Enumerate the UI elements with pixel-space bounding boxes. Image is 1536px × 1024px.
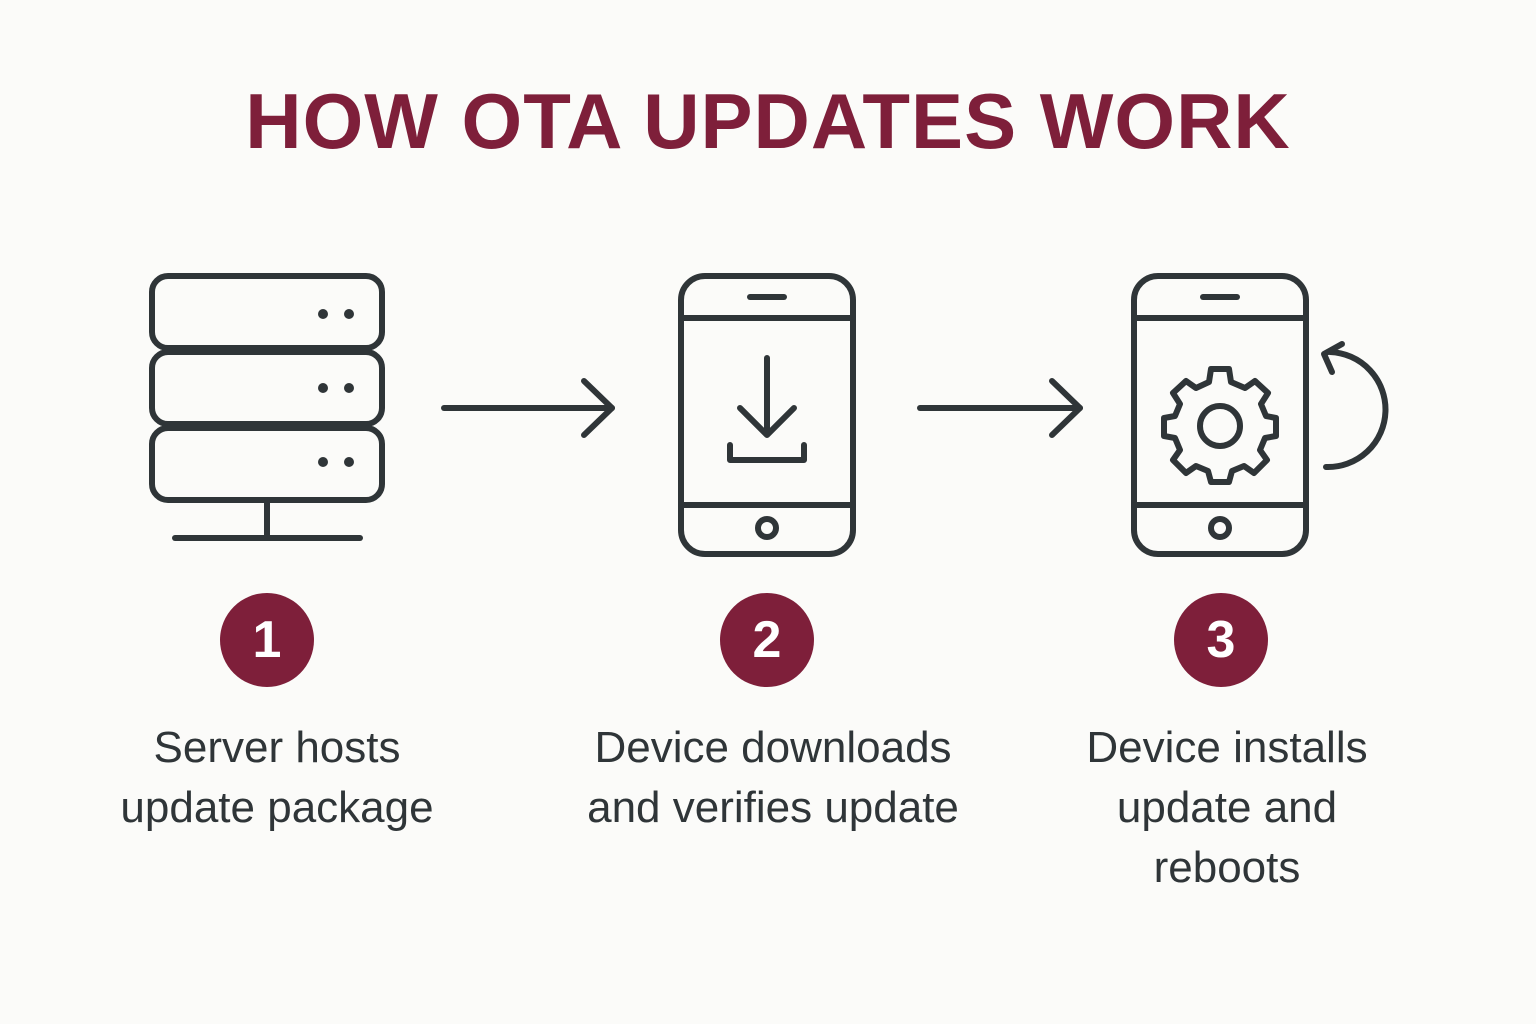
step-caption-1: Server hosts update package: [57, 718, 497, 838]
reboot-arrow-icon: [1321, 341, 1389, 471]
server-icon: [149, 273, 385, 541]
page-title: HOW OTA UPDATES WORK: [245, 77, 1291, 165]
phone-gear-icon: [1131, 273, 1309, 557]
step-badge-1: 1: [220, 593, 314, 687]
gear-icon: [1161, 366, 1279, 485]
download-icon: [727, 355, 807, 463]
caption-line: and verifies update: [587, 783, 959, 832]
caption-line: Server hosts: [153, 723, 401, 772]
step-badge-3: 3: [1174, 593, 1268, 687]
phone-download-icon: [678, 273, 856, 557]
arrow-right-icon: [917, 378, 1083, 438]
caption-line: update package: [120, 783, 434, 832]
step-caption-2: Device downloads and verifies update: [553, 718, 993, 838]
step-badge-2: 2: [720, 593, 814, 687]
caption-line: reboots: [1153, 843, 1301, 892]
step-caption-3: Device installs update and reboots: [1007, 718, 1447, 898]
caption-line: Device downloads: [594, 723, 952, 772]
caption-line: Device installs: [1086, 723, 1368, 772]
arrow-right-icon: [441, 378, 615, 438]
caption-line: update and: [1116, 783, 1338, 832]
